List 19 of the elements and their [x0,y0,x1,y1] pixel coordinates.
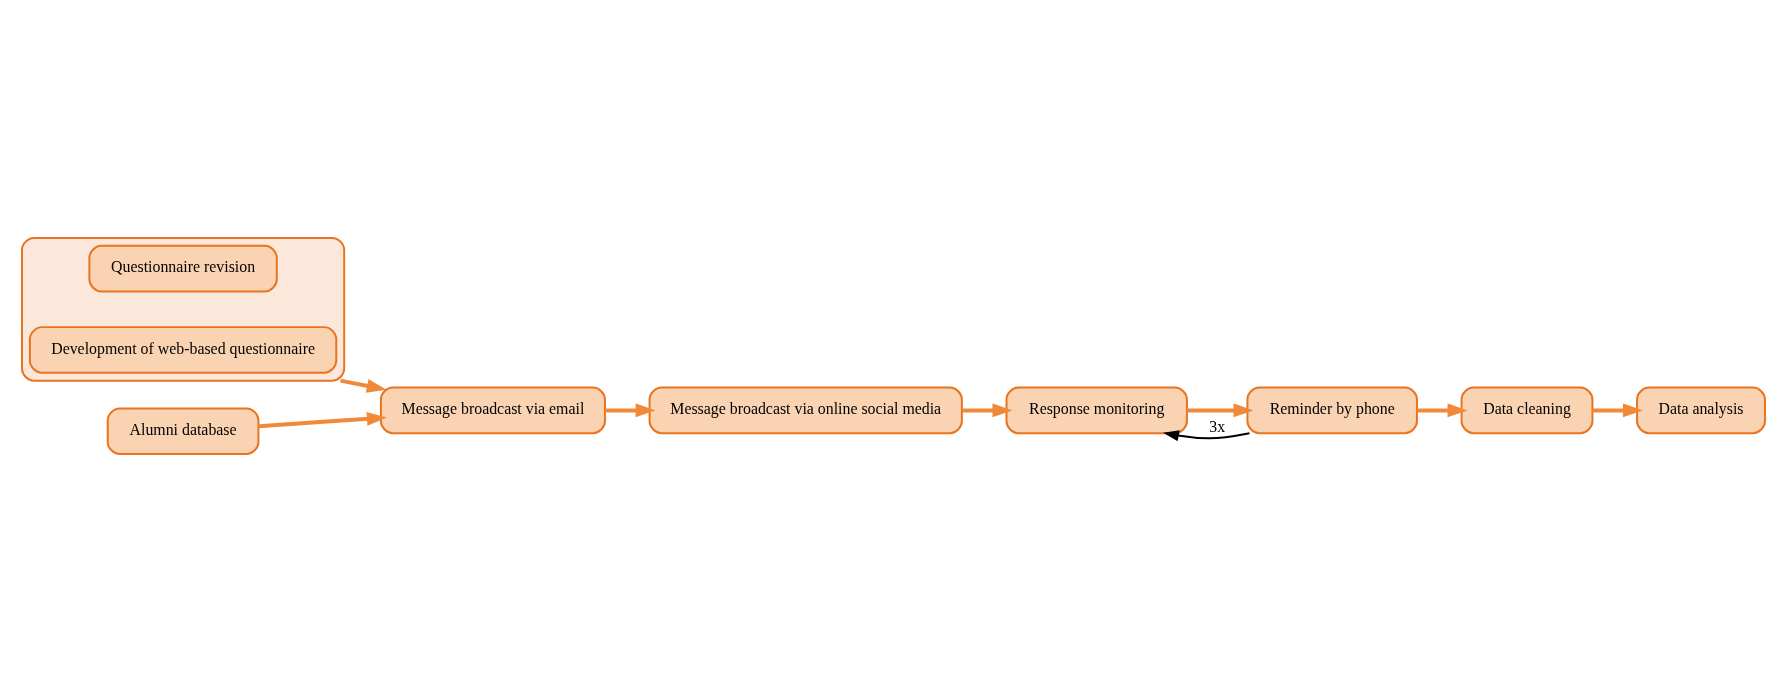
node-box: Response monitoring [1005,386,1188,434]
arrow [605,402,656,417]
node-box: Data analysis [1636,386,1766,434]
edge-label: 3x [1209,417,1226,435]
arrow [258,411,387,428]
node-box: Questionnaire revision [88,244,278,292]
arrow [1163,429,1251,441]
node-box: Reminder by phone [1246,386,1418,434]
arrow [1592,402,1643,417]
cluster [21,236,346,382]
arrow [1417,402,1468,417]
node-box: Message broadcast via email [379,386,606,434]
node-box: Alumni database [106,406,260,455]
arrow [1187,402,1254,417]
node-box: Message broadcast via online social media [648,386,963,434]
node-box: Data cleaning [1460,386,1594,434]
arrow [340,378,387,393]
arrow [962,402,1013,417]
node-box: Development of web-based questionnaire [28,325,338,374]
